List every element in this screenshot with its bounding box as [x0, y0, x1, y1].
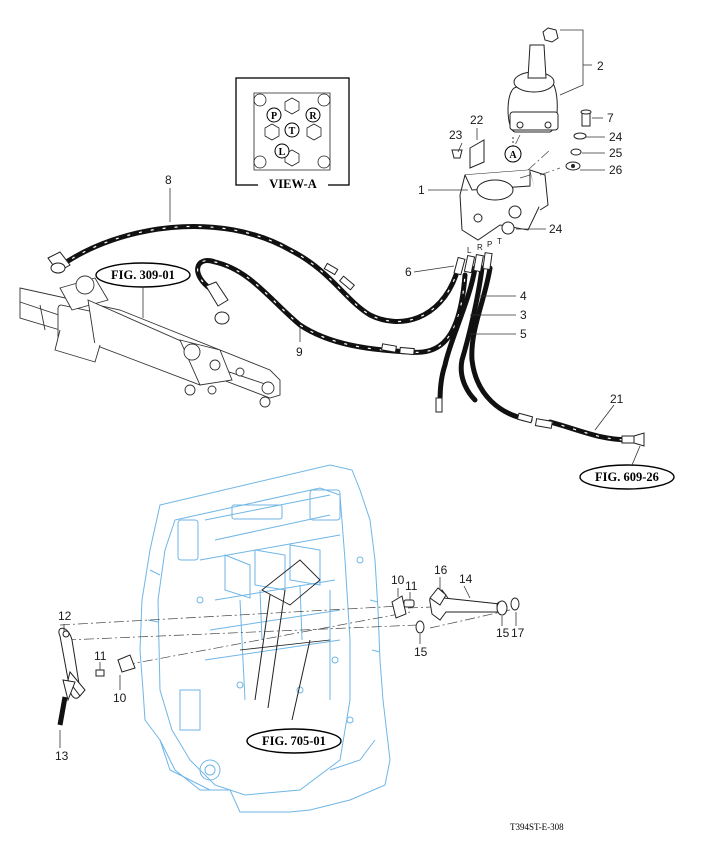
fig-ref-309: FIG. 309-01 [95, 262, 191, 318]
part-number: 25 [609, 146, 623, 160]
port-t-label: T [289, 126, 296, 137]
part-number: 10 [391, 573, 405, 587]
steering-cylinder [19, 275, 281, 408]
part-number: 9 [296, 345, 303, 359]
port-l-circle [274, 143, 290, 159]
part-number: 11 [94, 649, 107, 663]
part-number: 1 [418, 183, 425, 197]
part-number: 5 [520, 327, 527, 341]
frame-outline [139, 464, 391, 813]
steering-unit [507, 27, 559, 133]
port-t-circle [284, 122, 300, 138]
part-number: 7 [607, 111, 614, 125]
part-number: 13 [55, 749, 69, 763]
part-number: 23 [449, 128, 463, 142]
svg-text:A: A [509, 150, 517, 161]
part-number: 3 [520, 308, 527, 322]
part-number: 12 [58, 609, 72, 623]
part-number: 17 [511, 626, 525, 640]
svg-text:FIG. 309-01: FIG. 309-01 [111, 268, 175, 282]
lever-assembly-left [55, 627, 136, 731]
part-number: 22 [470, 113, 484, 127]
view-a-title: VIEW-A [269, 177, 316, 191]
part-number: 10 [113, 691, 127, 705]
small-hardware [451, 109, 592, 171]
part-number: 2 [597, 59, 604, 73]
part-number: 4 [520, 289, 527, 303]
part-number: 24 [549, 222, 563, 236]
drawing-code: T394ST-E-308 [510, 822, 564, 832]
fig-ref-705: FIG. 705-01 [246, 728, 342, 754]
part-number-labels: 2 7 24 25 26 23 22 1 24 8 6 4 3 5 9 21 1… [55, 59, 624, 763]
port-p-circle [266, 107, 282, 123]
part-number: 16 [434, 563, 448, 577]
port-p-label: P [271, 111, 277, 122]
svg-text:R: R [477, 243, 483, 252]
bracket [459, 169, 549, 241]
port-l-label: L [279, 147, 286, 158]
linkage-rods [239, 559, 331, 721]
view-a-panel: P R T L VIEW-A [235, 77, 350, 191]
port-r-circle [305, 107, 321, 123]
leader-lines [59, 29, 615, 748]
svg-text:T: T [497, 237, 502, 246]
part-number: 21 [610, 392, 624, 406]
part-number: 24 [609, 130, 623, 144]
view-marker: A [504, 137, 522, 163]
lever-assembly-right [391, 587, 520, 634]
part-number: 6 [405, 265, 412, 279]
fig-ref-609: FIG. 609-26 [579, 445, 675, 490]
part-number: 11 [405, 579, 418, 593]
part-number: 15 [414, 645, 428, 659]
part-number: 15 [496, 626, 510, 640]
part-number: 26 [609, 163, 623, 177]
hose-fittings [47, 251, 645, 447]
svg-text:L: L [467, 246, 472, 255]
svg-text:FIG. 609-26: FIG. 609-26 [595, 470, 659, 484]
port-r-label: R [309, 111, 317, 122]
part-number: 14 [459, 572, 473, 586]
svg-text:FIG. 705-01: FIG. 705-01 [262, 734, 326, 748]
part-number: 8 [165, 173, 172, 187]
bracket-port-letters: L R P T [467, 237, 502, 255]
svg-text:P: P [487, 240, 492, 249]
